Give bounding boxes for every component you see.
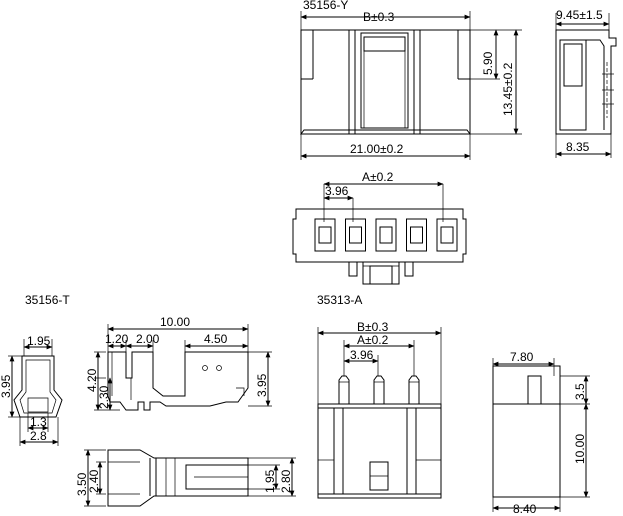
housing-cavity [406, 218, 427, 252]
dim-front-span: A±0.2 [362, 170, 394, 184]
dim-t-h4: 3.95 [255, 373, 269, 397]
dim-t-h1: 3.95 [0, 374, 13, 398]
dim-front-pitch: 3.96 [325, 184, 349, 198]
housing-front-view: A±0.2 3.96 [292, 170, 467, 285]
dim-t-b: 2.00 [136, 332, 160, 346]
dim-a-h1: 3.5 [573, 383, 587, 400]
housing-cavity [314, 218, 336, 252]
dim-t-d1: 1.3 [30, 415, 47, 429]
header-pin [338, 375, 350, 404]
header-35313-a-front-view: 35313-A B±0.3 A±0.2 3.96 [317, 293, 442, 499]
dim-t-w1: 1.95 [27, 334, 51, 348]
dim-a-a: A±0.2 [357, 333, 389, 347]
housing-cavity [375, 218, 397, 252]
dim-t-d2: 2.8 [30, 429, 47, 443]
dim-y-width: B±0.3 [363, 10, 395, 24]
dim-t-h5: 3.50 [75, 472, 89, 496]
housing-cavity [345, 218, 366, 252]
dim-y-side-top: 9.45±1.5 [556, 8, 603, 22]
dim-t-c: 4.50 [204, 332, 228, 346]
housing-y-side-view: 9.45±1.5 8.35 [555, 8, 617, 158]
dim-t-h3: 2.30 [97, 385, 111, 409]
header-pin [408, 375, 420, 404]
dim-a-h2: 10.00 [573, 434, 587, 464]
dim-t-a: 1.20 [105, 332, 129, 346]
part-title-35313-a: 35313-A [317, 293, 362, 307]
dim-a-pitch: 3.96 [350, 348, 374, 362]
part-title-35156-y: 35156-Y [303, 0, 348, 12]
dim-y-height: 13.45±0.2 [501, 62, 515, 116]
dim-y-top: 5.90 [481, 51, 495, 75]
dim-y-side-bottom: 8.35 [566, 140, 590, 154]
dim-a-top: 7.80 [510, 350, 534, 364]
housing-y-front-view: 35156-Y B±0.3 5.90 13.45±0.2 21.00±0.2 [300, 0, 522, 160]
terminal-35156-t: 35156-T 1.95 3.95 1.3 2.8 10.00 1.20 2.0… [0, 293, 296, 507]
housing-cavity [436, 218, 458, 252]
dim-a-bottom: 8.40 [513, 502, 537, 516]
dim-t-len: 10.00 [160, 315, 190, 329]
part-title-35156-t: 35156-T [25, 293, 70, 307]
dim-t-h7: 1.95 [263, 469, 277, 493]
dim-t-h6: 2.40 [87, 469, 101, 493]
dim-t-h2: 4.20 [85, 368, 99, 392]
header-pin [373, 375, 385, 404]
dim-y-length: 21.00±0.2 [350, 142, 404, 156]
dim-t-h8: 2.80 [279, 469, 293, 493]
header-35313-a-side-view: 7.80 3.5 10.00 8.40 [492, 350, 590, 516]
dim-a-b: B±0.3 [357, 320, 389, 334]
